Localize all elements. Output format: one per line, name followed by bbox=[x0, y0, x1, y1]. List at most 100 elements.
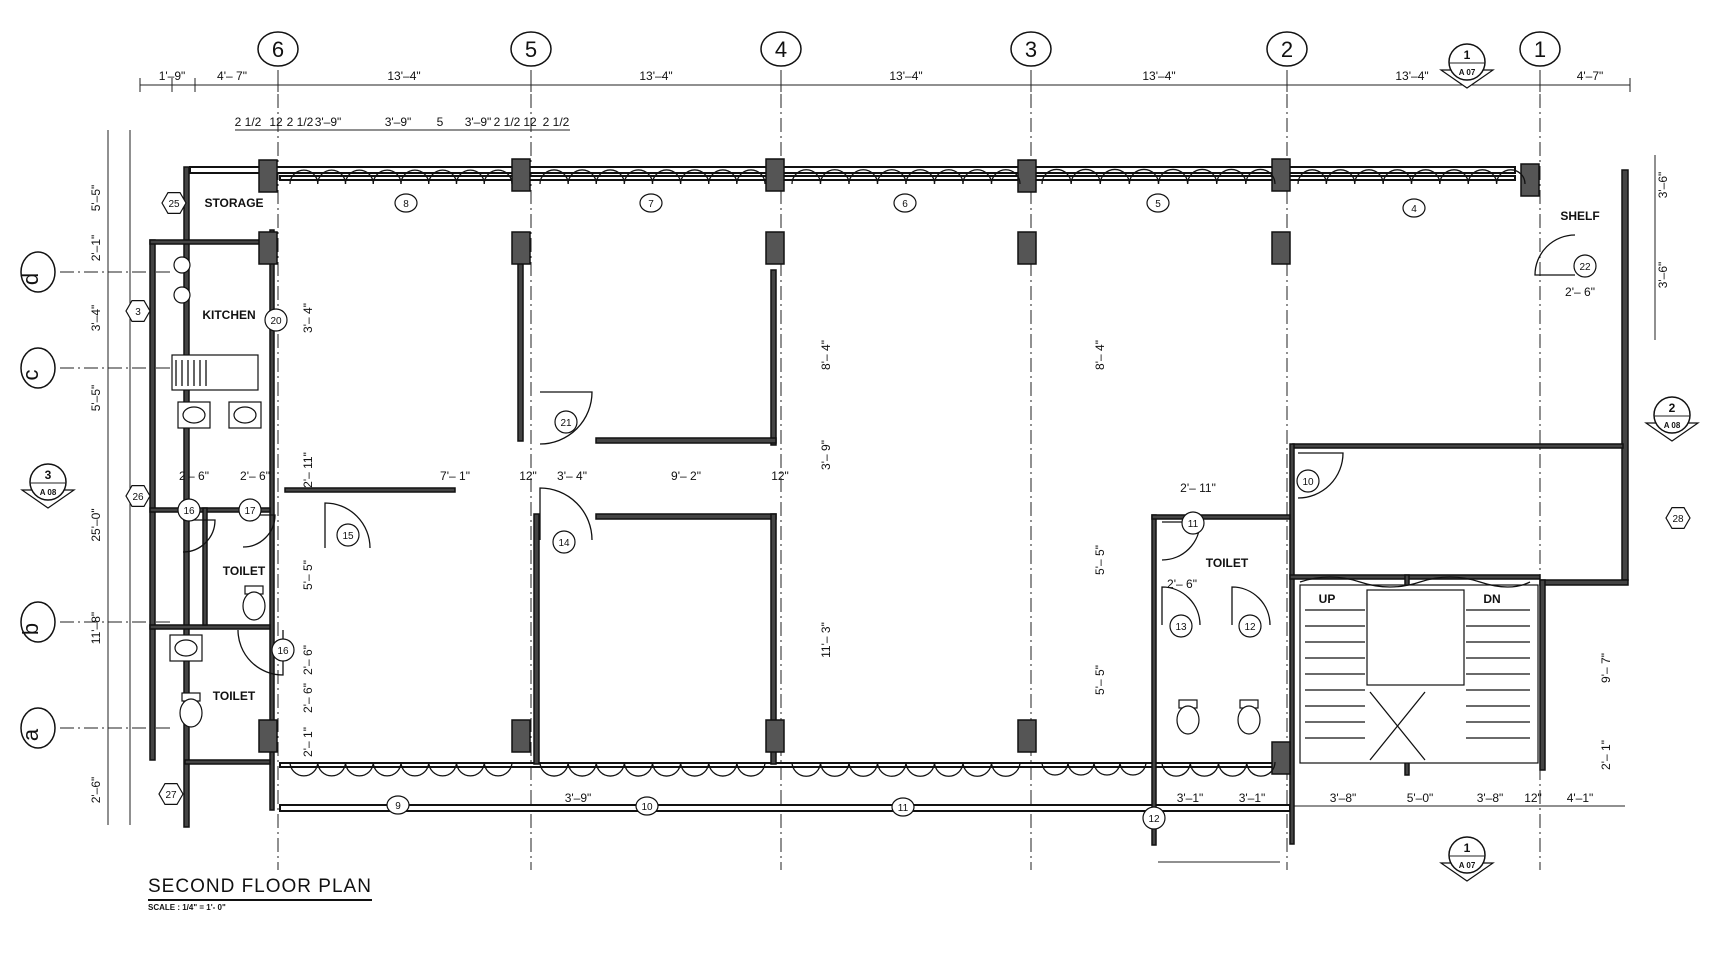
section-circle bbox=[29, 463, 67, 501]
door-tag-circle bbox=[1169, 614, 1193, 638]
window-arc bbox=[1119, 761, 1147, 776]
dim-interior: 5'– 5" bbox=[1093, 665, 1107, 695]
room-label: TOILET bbox=[1206, 556, 1249, 570]
dim-bottom: 3'–9" bbox=[565, 791, 592, 805]
window-arc bbox=[1246, 761, 1276, 777]
section-number: 3 bbox=[45, 468, 52, 482]
section-sheet-ref: A 08 bbox=[1664, 421, 1681, 430]
door-tag-circle bbox=[1296, 469, 1320, 493]
room-label: TOILET bbox=[223, 564, 266, 578]
wall bbox=[770, 513, 777, 765]
hex-tag-number: 3 bbox=[135, 307, 141, 318]
structural-column bbox=[765, 158, 785, 192]
window-arc bbox=[1161, 761, 1191, 777]
grid-bubble-row bbox=[20, 347, 56, 389]
window-arc bbox=[1410, 169, 1441, 185]
door-tag-circle bbox=[271, 638, 295, 662]
dim-bottom: 3'–8" bbox=[1330, 791, 1357, 805]
grid-label-col: 2 bbox=[1281, 37, 1293, 62]
window-tag-number: 7 bbox=[648, 199, 654, 210]
wall bbox=[202, 507, 208, 626]
window-arc bbox=[428, 761, 458, 777]
dim-left: 2'–1" bbox=[89, 235, 103, 262]
dim-interior: 5'– 5" bbox=[1093, 545, 1107, 575]
grid-label-row: c bbox=[18, 370, 43, 381]
wall bbox=[149, 624, 271, 630]
door-tag-circle bbox=[1142, 806, 1166, 830]
dim-top: 1'–9" bbox=[159, 69, 186, 83]
walls bbox=[149, 158, 1629, 846]
room-label: KITCHEN bbox=[202, 308, 255, 322]
wall bbox=[184, 759, 271, 765]
grid-label-col: 5 bbox=[525, 37, 537, 62]
room-label: SHELF bbox=[1560, 209, 1599, 223]
window-arc bbox=[1186, 169, 1218, 185]
dim-interior: 2'– 1" bbox=[301, 727, 315, 757]
dim-sub: 3'–9" bbox=[465, 115, 492, 129]
window-arc bbox=[819, 169, 850, 185]
door-tag-number: 12 bbox=[1244, 622, 1256, 633]
wall bbox=[1151, 514, 1291, 520]
window-arc bbox=[819, 761, 850, 777]
window-arc bbox=[1325, 169, 1356, 185]
dim-interior: 3'– 4" bbox=[557, 469, 587, 483]
window-arc bbox=[1093, 761, 1121, 776]
stove-burner bbox=[173, 256, 191, 274]
wall bbox=[1292, 443, 1624, 449]
window-arc bbox=[1439, 169, 1469, 185]
grid-bubble-row bbox=[20, 601, 56, 643]
window-arc bbox=[990, 169, 1021, 185]
hex-tag-number: 26 bbox=[132, 492, 144, 503]
dim-interior: 5'– 5" bbox=[301, 560, 315, 590]
window-arc bbox=[289, 169, 319, 185]
window-arc bbox=[483, 169, 513, 185]
dim-top: 4'– 7" bbox=[217, 69, 247, 83]
basin-bowl bbox=[174, 639, 198, 657]
dim-top: 13'–4" bbox=[1142, 69, 1175, 83]
window-arc bbox=[1041, 761, 1069, 776]
window-arc bbox=[567, 169, 597, 185]
window-arc bbox=[539, 169, 569, 185]
wall bbox=[279, 804, 1291, 812]
window-arc bbox=[905, 761, 936, 777]
section-sheet-ref: A 08 bbox=[40, 488, 57, 497]
dim-interior: 2'– 1" bbox=[1599, 740, 1613, 770]
door-tag-number: 21 bbox=[560, 418, 572, 429]
grid-bubble-col bbox=[257, 31, 299, 67]
door-tag-number: 11 bbox=[1188, 519, 1199, 530]
window-arc bbox=[679, 169, 710, 185]
doors-and-windows bbox=[182, 168, 1576, 777]
section-marker: 3 A 08 bbox=[20, 463, 76, 509]
basin-bowl bbox=[182, 406, 206, 424]
dim-sub: 12 bbox=[269, 115, 283, 129]
window-arc bbox=[344, 761, 374, 777]
dim-sub: 3'–9" bbox=[315, 115, 342, 129]
window-tag-ellipse bbox=[635, 796, 659, 816]
stair-well bbox=[1366, 589, 1465, 686]
door-tag-circle bbox=[552, 530, 576, 554]
hex-tag bbox=[125, 300, 151, 322]
dim-left: 25'–0" bbox=[89, 508, 103, 541]
section-circle bbox=[1448, 43, 1486, 81]
window-arc bbox=[400, 761, 430, 777]
grid-bubble-row bbox=[20, 707, 56, 749]
window-arc bbox=[539, 761, 569, 777]
window-arc bbox=[679, 761, 710, 777]
stair-up-label: UP bbox=[1319, 592, 1336, 606]
dim-left: 2'–6" bbox=[89, 777, 103, 804]
window-arc bbox=[372, 169, 402, 185]
grid-bubble-col bbox=[1519, 31, 1561, 67]
dim-right: 3'–6" bbox=[1656, 172, 1670, 199]
window-arc bbox=[455, 169, 485, 185]
structural-column bbox=[1271, 741, 1291, 775]
door-swing bbox=[237, 629, 284, 676]
door-tag-circle bbox=[1181, 511, 1205, 535]
dim-sub: 5 bbox=[437, 115, 444, 129]
section-sheet-ref: A 07 bbox=[1459, 861, 1476, 870]
window-arc bbox=[372, 761, 402, 777]
door-swing bbox=[324, 502, 371, 549]
dim-left: 3'–4" bbox=[89, 305, 103, 332]
window-arc bbox=[933, 761, 964, 777]
window-arc bbox=[595, 169, 626, 185]
